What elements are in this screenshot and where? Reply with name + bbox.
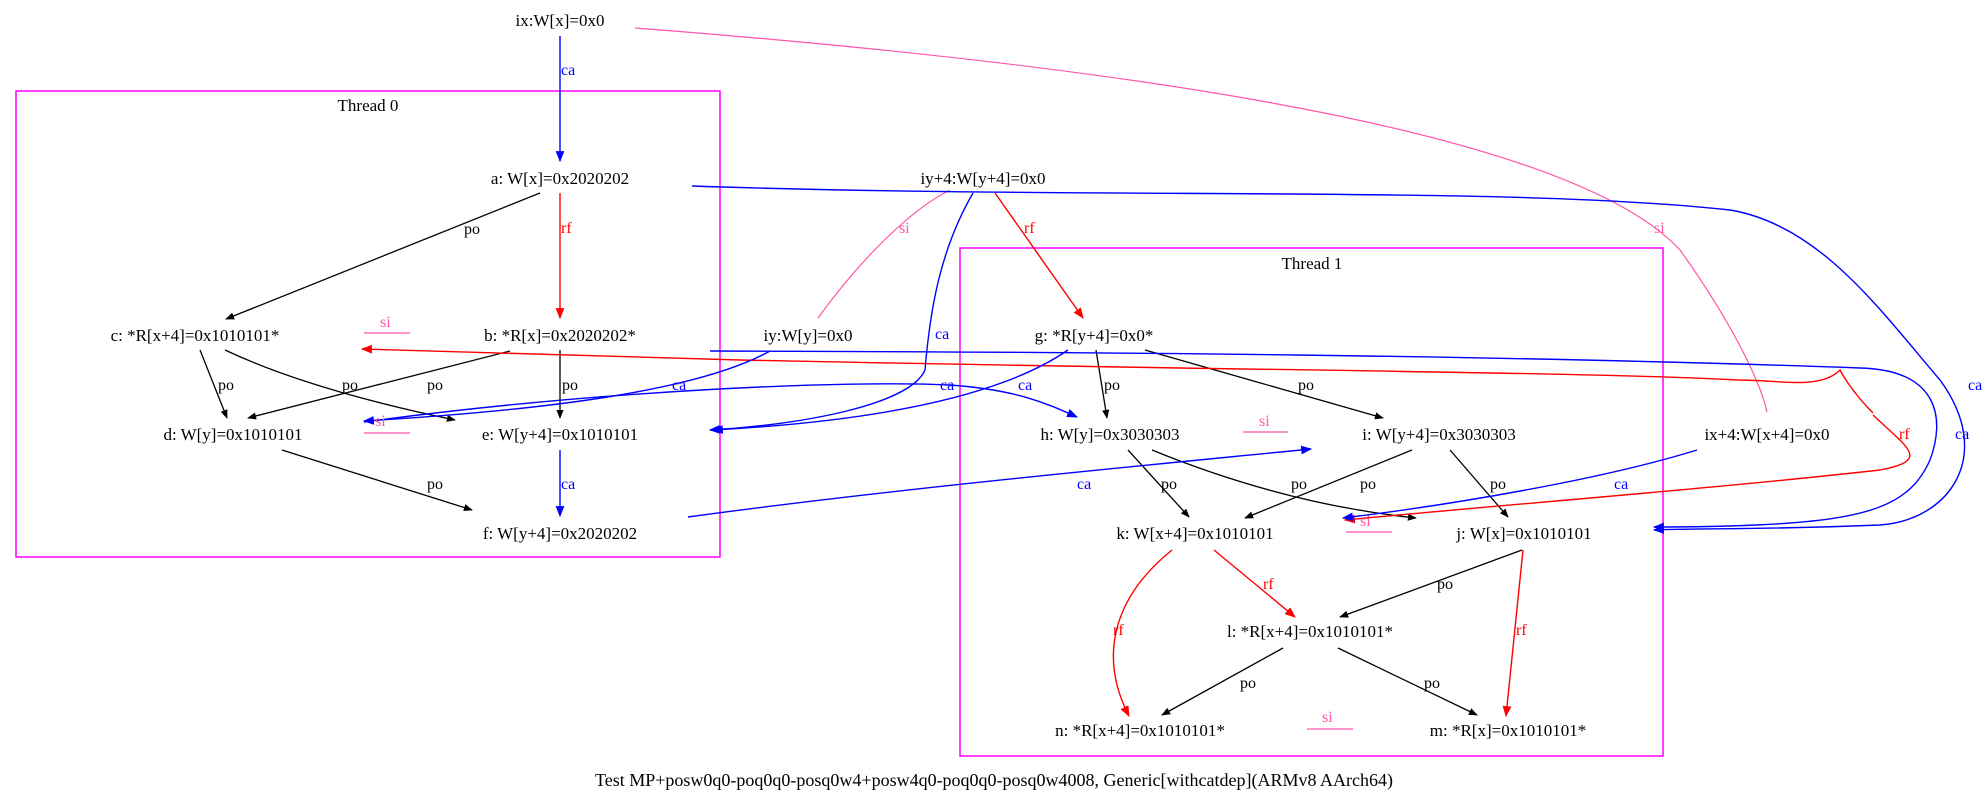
node-d: d: W[y]=0x1010101 (163, 425, 302, 444)
node-i: i: W[y+4]=0x3030303 (1362, 425, 1515, 444)
label-po-j-l: po (1437, 576, 1453, 593)
label-rf-ix4-c: rf (1899, 426, 1910, 443)
label-ca-iy-d: ca (672, 377, 686, 394)
label-po-h-j: po (1291, 476, 1307, 493)
label-ca-ix4-k: ca (1614, 476, 1628, 493)
node-c: c: *R[x+4]=0x1010101* (111, 326, 280, 345)
diagram-caption: Test MP+posw0q0-poq0q0-posq0w4+posw4q0-p… (595, 770, 1393, 791)
edge-ca-g-e (711, 349, 1069, 434)
thread1-cluster (959, 247, 1664, 757)
edge-po-l-m (1337, 647, 1478, 716)
edge-ca-a-j (691, 185, 1966, 534)
edge-si-ix-ix4 (634, 27, 1768, 413)
edge-po-l-n (1161, 647, 1284, 716)
label-po-i-k: po (1360, 476, 1376, 493)
node-l: l: *R[x+4]=0x1010101* (1227, 622, 1393, 641)
node-ix: ix:W[x]=0x0 (516, 11, 605, 30)
node-n: n: *R[x+4]=0x1010101* (1055, 721, 1225, 740)
thread1-label: Thread 1 (1282, 254, 1343, 273)
edge-po-a-c (225, 192, 541, 320)
label-ca-d-h: ca (940, 377, 954, 394)
label-po-a-c: po (464, 221, 480, 238)
label-si-ix: si (1654, 220, 1665, 237)
node-ix4: ix+4:W[x+4]=0x0 (1704, 425, 1829, 444)
label-ca-a-j: ca (1968, 377, 1982, 394)
edge-ca-b-j (709, 350, 1938, 532)
edge-po-d-f (281, 449, 473, 511)
label-rf-j-m: rf (1516, 622, 1527, 639)
edge-po-h-j (1151, 449, 1417, 521)
label-po-b-e: po (562, 377, 578, 394)
edge-ca-f-i (687, 445, 1313, 518)
label-ca-f-i: ca (1077, 476, 1091, 493)
node-m: m: *R[x]=0x1010101* (1430, 721, 1586, 740)
edge-po-c-e (224, 349, 456, 422)
edge-rf-iy4-g (994, 192, 1084, 319)
label-ca-iy4-e: ca (935, 326, 949, 343)
edge-rf-j-m (1502, 549, 1524, 718)
label-si-d: si (375, 413, 386, 430)
node-iy: iy:W[y]=0x0 (764, 326, 853, 345)
label-po-l-m: po (1424, 675, 1440, 692)
node-e: e: W[y+4]=0x1010101 (482, 425, 638, 444)
label-si-n: si (1322, 709, 1333, 726)
edge-rf-ix4-k (1343, 414, 1911, 524)
edge-po-g-h (1095, 349, 1110, 419)
thread0-label: Thread 0 (338, 96, 399, 115)
label-po-b-d: po (427, 377, 443, 394)
node-group: ix:W[x]=0x0 iy+4:W[y+4]=0x0 iy:W[y]=0x0 … (111, 11, 1830, 740)
label-ca-ix-a: ca (561, 62, 575, 79)
edge-po-i-k (1244, 449, 1413, 519)
label-po-l-n: po (1240, 675, 1256, 692)
label-po-c-e: po (342, 377, 358, 394)
label-ca-e-f: ca (561, 476, 575, 493)
po-edges (199, 192, 1523, 716)
edge-po-b-d (247, 350, 511, 420)
node-a: a: W[x]=0x2020202 (491, 169, 629, 188)
label-po-c-d: po (218, 377, 234, 394)
label-si-iy: si (899, 220, 910, 237)
label-si-k: si (1360, 513, 1371, 530)
edge-rf-ix4-c (360, 344, 1874, 414)
edge-po-g-i (1144, 349, 1384, 420)
edge-po-j-l (1339, 549, 1523, 618)
label-rf-k-l: rf (1263, 576, 1274, 593)
node-f: f: W[y+4]=0x2020202 (483, 524, 637, 543)
edge-po-h-k (1127, 449, 1190, 518)
label-po-h-k: po (1161, 476, 1177, 493)
edge-rf-k-n (1112, 549, 1173, 717)
edge-label-group: ca po rf si si rf si po po po po ca ca c… (218, 62, 1982, 726)
label-rf-k-n: rf (1113, 622, 1124, 639)
node-iy4: iy+4:W[y+4]=0x0 (920, 169, 1045, 188)
label-ca-b-j: ca (1955, 426, 1969, 443)
node-h: h: W[y]=0x3030303 (1040, 425, 1179, 444)
label-si-c: si (380, 314, 391, 331)
ca-edges (362, 36, 1966, 534)
edge-ca-iy4-e (708, 192, 974, 434)
label-ca-g-e: ca (1018, 377, 1032, 394)
label-po-g-h: po (1104, 377, 1120, 394)
node-k: k: W[x+4]=0x1010101 (1116, 524, 1273, 543)
node-g: g: *R[y+4]=0x0* (1035, 326, 1154, 345)
node-j: j: W[x]=0x1010101 (1455, 524, 1591, 543)
edge-rf-k-l (1213, 549, 1296, 618)
label-po-i-j: po (1490, 476, 1506, 493)
si-edges (364, 27, 1768, 730)
label-po-g-i: po (1298, 377, 1314, 394)
node-b: b: *R[x]=0x2020202* (484, 326, 636, 345)
thread0-cluster (15, 90, 721, 558)
edge-ca-ix4-k (1341, 449, 1698, 522)
label-po-d-f: po (427, 476, 443, 493)
edge-si-iy-iy4 (817, 189, 951, 319)
label-rf-a-b: rf (561, 220, 572, 237)
edge-po-c-d (199, 349, 228, 419)
label-si-h: si (1259, 413, 1270, 430)
edge-ca-d-h (363, 383, 1079, 423)
rf-edges (360, 192, 1911, 718)
label-rf-iy4-g: rf (1024, 220, 1035, 237)
